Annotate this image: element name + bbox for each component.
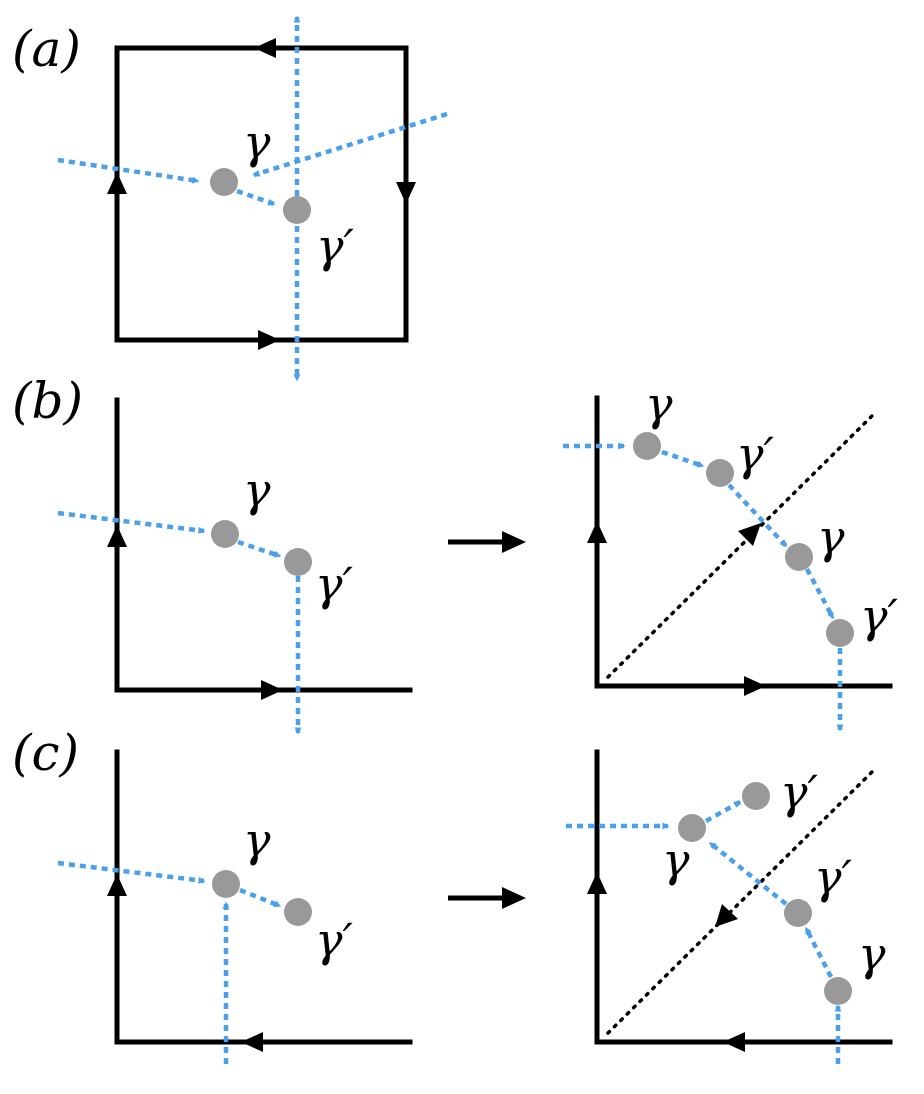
edge-arrow-right-icon: [396, 182, 416, 204]
node-gamma-prime: [826, 619, 854, 647]
blue-paths-c-left: [57, 860, 282, 1064]
symbol-gamma-prime: γ′: [316, 219, 354, 273]
transition-arrow-icon: [448, 887, 526, 909]
edge-arrow-right-icon: [261, 680, 283, 700]
node-gamma: [210, 168, 238, 196]
symbol-gamma-prime: γ′: [315, 557, 353, 611]
symbol-gamma-prime: γ′: [780, 765, 818, 819]
path-segment: [57, 157, 200, 184]
panel-label-c: (c): [12, 724, 79, 782]
node-gamma-prime: [706, 459, 734, 487]
symbol-gamma: γ: [243, 463, 271, 517]
node-gamma-prime: [784, 899, 812, 927]
symbol-gamma-prime: γ′: [860, 589, 898, 643]
reflection-diagonal: [606, 412, 876, 679]
square-boundary: [114, 45, 409, 343]
path-segment: [236, 188, 276, 207]
corner-boundary-left: [114, 749, 413, 1045]
diagonal-line: [606, 412, 876, 679]
path-segment: [57, 860, 206, 884]
symbol-gamma: γ: [817, 510, 845, 564]
edge-arrow-bottom-icon: [258, 330, 280, 350]
path-segment: [803, 926, 834, 979]
panel-c: (c) γ γ′: [12, 724, 893, 1064]
panel-b: (b) γ γ′: [12, 372, 898, 735]
symbol-gamma: γ: [645, 377, 673, 431]
diagonal-line: [606, 768, 876, 1035]
symbol-gamma-prime: γ′: [315, 913, 353, 967]
blue-paths-c-right: [566, 800, 842, 1064]
edge-arrow-left-icon: [723, 1032, 745, 1052]
path-segment: [57, 510, 206, 534]
node-gamma: [211, 520, 239, 548]
corner-boundary-right: [594, 749, 893, 1045]
path-segment: [239, 887, 282, 909]
panel-label-a: (a): [12, 20, 81, 78]
edge-arrow-up-icon: [107, 525, 127, 547]
path-segment: [252, 111, 448, 178]
path-segment: [704, 800, 742, 823]
symbol-gamma-prime: γ′: [814, 850, 852, 904]
symbol-gamma: γ: [243, 813, 271, 867]
transition-arrow-icon: [448, 531, 526, 553]
panel-a: (a) γ γ′: [12, 15, 448, 382]
node-gamma: [678, 814, 706, 842]
corner-boundary-left: [114, 397, 413, 693]
path-segment: [237, 539, 282, 559]
path-segment: [805, 567, 835, 620]
corner-boundary-right: [594, 395, 893, 689]
diagonal-arrow-icon: [738, 523, 761, 546]
node-gamma-prime: [742, 782, 770, 810]
node-gamma-prime: [284, 898, 312, 926]
edge-arrow-up-icon: [107, 874, 127, 896]
symbol-gamma-prime: γ′: [736, 427, 774, 481]
edge-arrow-right-icon: [744, 676, 766, 696]
node-gamma: [824, 977, 852, 1005]
node-gamma: [633, 432, 661, 460]
node-gamma-prime: [283, 196, 311, 224]
diagonal-arrow-icon: [715, 904, 738, 927]
edge-arrow-top-icon: [254, 38, 276, 58]
symbol-gamma: γ: [858, 927, 886, 981]
node-gamma: [212, 870, 240, 898]
symbol-gamma: γ: [243, 115, 271, 169]
edge-arrow-left-icon: [241, 1032, 263, 1052]
reflection-diagonal: [606, 768, 876, 1035]
panel-label-b: (b): [12, 372, 83, 430]
blue-paths-b-right: [563, 442, 844, 732]
symbol-gamma: γ: [662, 833, 690, 887]
blue-paths-a: [57, 15, 448, 382]
edge-arrow-up-icon: [587, 872, 607, 894]
path-segment: [708, 841, 788, 906]
node-gamma-prime: [284, 548, 312, 576]
edge-arrow-left-icon: [107, 172, 127, 194]
path-segment: [727, 483, 788, 548]
edge-arrow-up-icon: [587, 521, 607, 543]
node-gamma: [785, 543, 813, 571]
blue-paths-b-left: [57, 510, 302, 735]
path-segment: [661, 449, 705, 469]
